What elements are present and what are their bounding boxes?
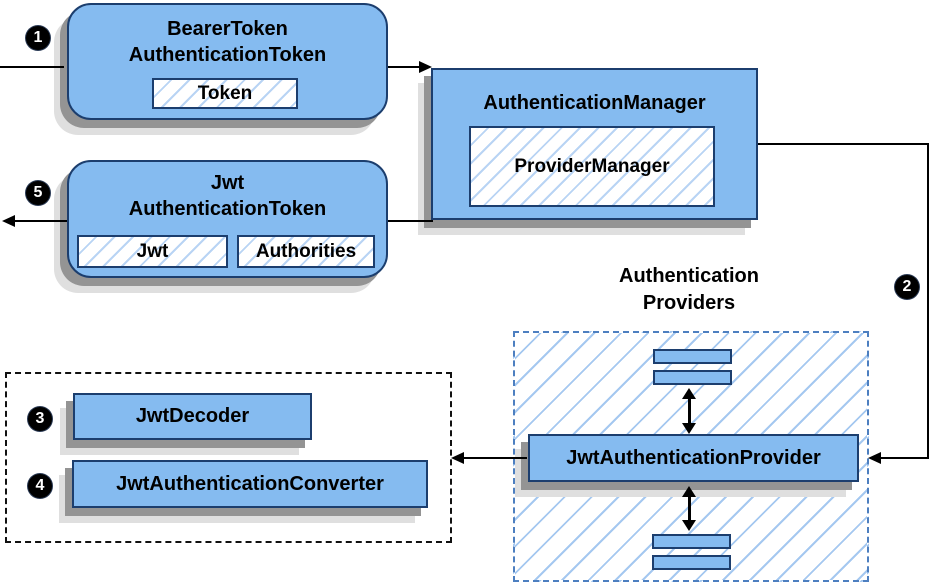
jwt-token-out-line xyxy=(13,220,67,222)
step-2-badge: 2 xyxy=(895,275,919,299)
manager-to-provider-bottom-line xyxy=(880,457,929,459)
step-4-badge: 4 xyxy=(28,474,52,498)
step-5-badge: 5 xyxy=(26,181,50,205)
bearer-token-authentication-token-node: BearerToken AuthenticationToken Token xyxy=(67,3,388,120)
manager-to-provider-top-line xyxy=(758,143,929,145)
bearer-to-manager-line xyxy=(388,66,424,68)
upper-double-arrow-up-icon xyxy=(682,388,696,399)
provider-placeholder-rect xyxy=(653,349,732,364)
authorities-chip: Authorities xyxy=(237,235,375,268)
token-chip: Token xyxy=(152,78,298,109)
upper-double-arrow-down-icon xyxy=(682,423,696,434)
provider-placeholder-rect xyxy=(652,555,731,570)
bearer-to-manager-arrowhead-icon xyxy=(419,61,432,73)
manager-to-provider-arrowhead-icon xyxy=(868,452,881,464)
authentication-manager-node: AuthenticationManager ProviderManager xyxy=(431,68,758,220)
authentication-providers-label: Authentication Providers xyxy=(558,263,820,317)
node-title: AuthenticationManager xyxy=(483,92,706,114)
step-3-badge: 3 xyxy=(28,407,52,431)
lower-double-arrow-up-icon xyxy=(682,486,696,497)
node-title-line1: Jwt xyxy=(210,172,245,194)
step-1-badge: 1 xyxy=(26,26,50,50)
jwt-authentication-token-node: Jwt AuthenticationToken Jwt Authorities xyxy=(67,160,388,278)
manager-to-jwt-token-line xyxy=(388,220,433,222)
jwt-token-out-arrowhead-icon xyxy=(2,215,15,227)
provider-to-decoder-arrowhead-icon xyxy=(451,452,464,464)
label-line1: Authentication xyxy=(619,265,759,287)
node-title-line2: AuthenticationToken xyxy=(128,44,327,66)
node-title-line2: AuthenticationToken xyxy=(128,198,327,220)
jwt-authentication-converter-node: JwtAuthenticationConverter xyxy=(72,460,428,508)
provider-placeholder-rect xyxy=(652,534,731,549)
upper-double-arrow-shaft xyxy=(688,398,691,425)
provider-manager-chip: ProviderManager xyxy=(469,126,715,207)
lower-double-arrow-down-icon xyxy=(682,520,696,531)
jwt-authentication-provider-node: JwtAuthenticationProvider xyxy=(528,434,859,482)
jwt-chip: Jwt xyxy=(77,235,228,268)
label-line2: Providers xyxy=(642,292,736,314)
provider-to-decoder-line xyxy=(463,457,527,459)
jwt-decoder-node: JwtDecoder xyxy=(73,393,312,440)
request-in-line xyxy=(0,66,64,68)
authentication-providers-box xyxy=(513,331,869,582)
node-title-line1: BearerToken xyxy=(167,18,288,40)
provider-placeholder-rect xyxy=(653,370,732,385)
manager-to-provider-vertical-line xyxy=(927,143,929,459)
lower-double-arrow-shaft xyxy=(688,496,691,522)
